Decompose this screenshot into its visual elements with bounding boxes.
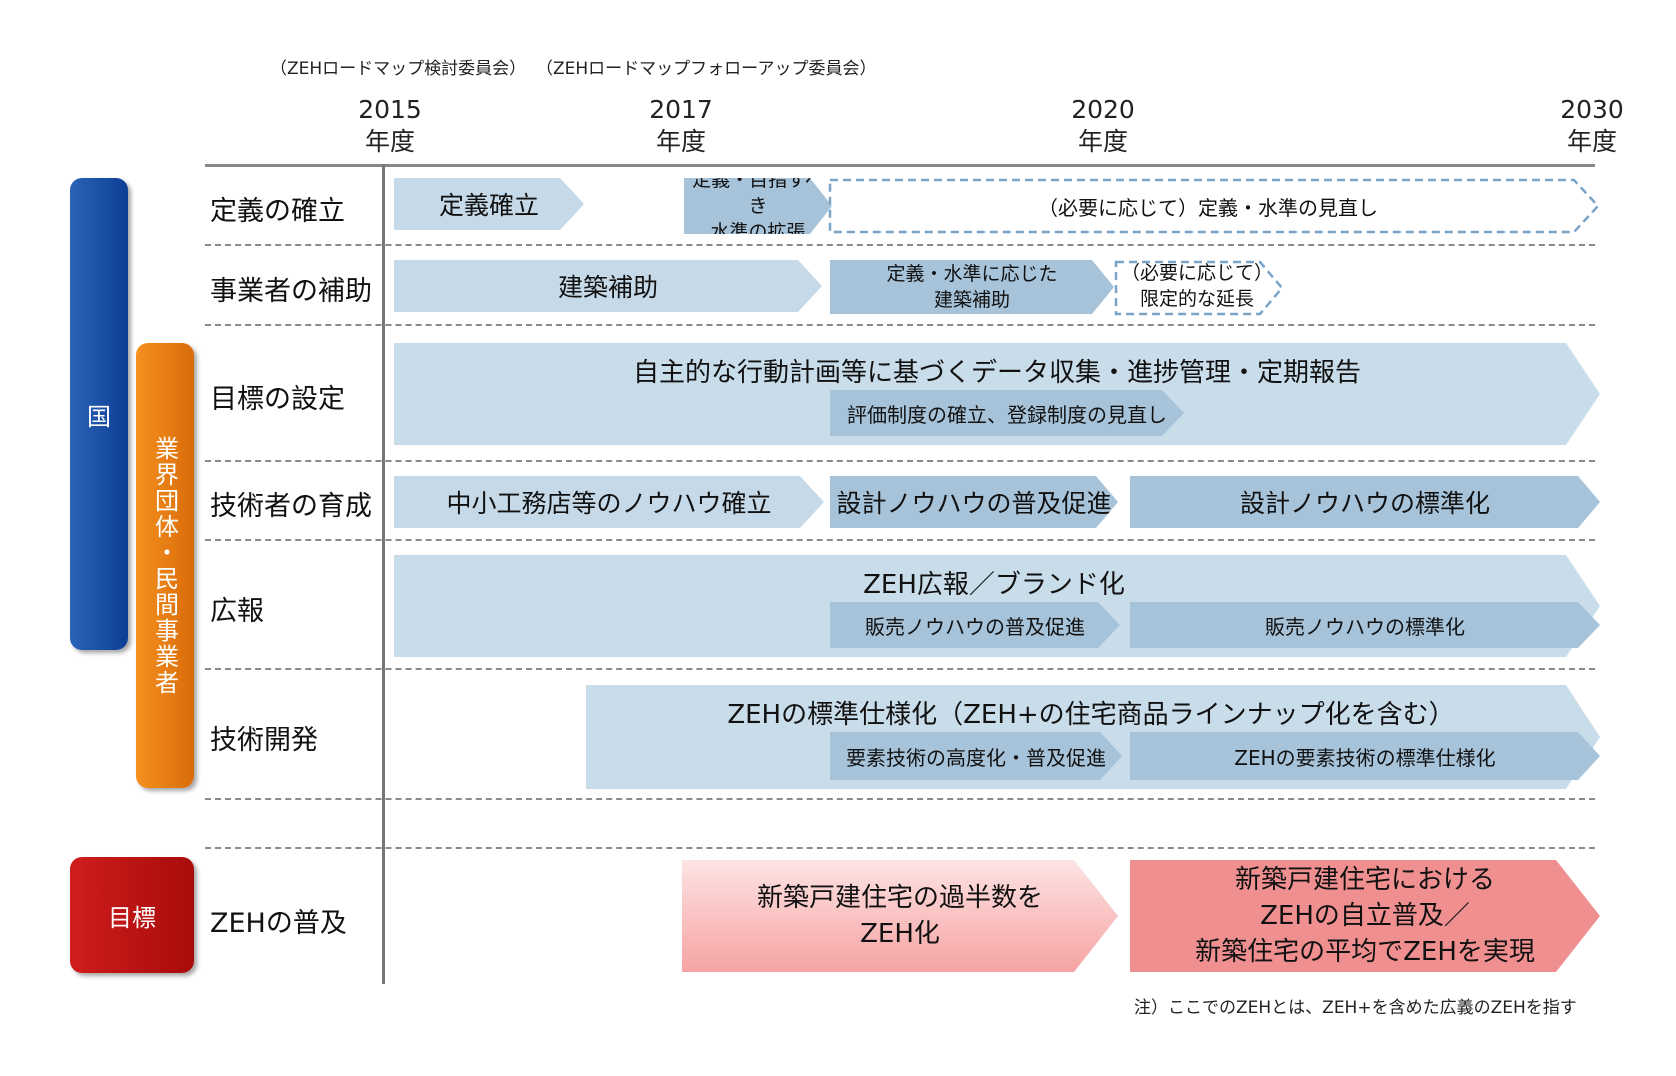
row-divider (205, 244, 1595, 246)
year-value: 2015 (358, 95, 422, 124)
arrow-tech-sub2: ZEHの要素技術の標準仕様化 (1130, 732, 1600, 780)
actor-country-label: 国 (87, 402, 111, 431)
arrow-def-review-text: （必要に応じて）定義・水準の見直し (1038, 196, 1378, 220)
arrow-def-establish-text: 定義確立 (438, 191, 539, 220)
start-axis-line (382, 164, 385, 984)
arrow-eng-3: 設計ノウハウの標準化 (1130, 476, 1600, 528)
row-divider (205, 324, 1595, 326)
arrow-def-expand-line1: 定義・目指すべき (692, 169, 824, 217)
arrow-tech-sub2-text: ZEHの要素技術の標準仕様化 (1234, 745, 1496, 770)
year-unit: 年度 (364, 127, 415, 156)
row-divider (205, 539, 1595, 541)
year-value: 2030 (1560, 95, 1624, 124)
year-unit: 年度 (1566, 127, 1617, 156)
arrow-pr-sub2: 販売ノウハウの標準化 (1130, 602, 1600, 648)
review-committee-label: （ZEHロードマップ検討委員会） (270, 59, 527, 79)
arrow-def-review-outline (828, 178, 1600, 234)
row-divider (205, 798, 1595, 800)
year-value: 2017 (649, 95, 713, 124)
row-divider (205, 460, 1595, 462)
arrow-target-sub-text: 評価制度の確立、登録制度の見直し (847, 402, 1167, 427)
arrow-tech-sub1-text: 要素技術の高度化・普及促進 (846, 745, 1106, 770)
arrow-eng-2-text: 設計ノウハウの普及促進 (836, 489, 1112, 518)
header-divider (205, 164, 1595, 167)
arrow-sub-level: 定義・水準に応じた 建築補助 (830, 260, 1114, 314)
arrow-pr-main-text: ZEH広報／ブランド化 (863, 570, 1125, 600)
arrow-goal-2-line1: 新築戸建住宅における (1234, 865, 1495, 895)
arrow-goal-2: 新築戸建住宅における ZEHの自立普及／ 新築住宅の平均でZEHを実現 (1130, 860, 1600, 972)
arrow-sub-ext-line2: 限定的な延長 (1139, 288, 1254, 310)
year-2015: 2015 年度 (330, 94, 450, 158)
arrow-sub-level-line2: 建築補助 (933, 289, 1010, 311)
arrow-sub-ext-line1: （必要に応じて） (1120, 262, 1273, 284)
row-label-definition: 定義の確立 (210, 196, 345, 227)
year-2017: 2017 年度 (621, 94, 741, 158)
year-2030: 2030 年度 (1532, 94, 1652, 158)
arrow-eng-2: 設計ノウハウの普及促進 (830, 476, 1118, 528)
arrow-target-main-text: 自主的な行動計画等に基づくデータ収集・進捗管理・定期報告 (632, 358, 1361, 388)
arrow-target-sub: 評価制度の確立、登録制度の見直し (830, 390, 1184, 436)
arrow-sub-build-text: 建築補助 (557, 273, 658, 302)
arrow-def-expand-line2: 水準の拡張 (710, 221, 806, 243)
arrow-goal-2-line3: 新築住宅の平均でZEHを実現 (1195, 937, 1535, 967)
year-unit: 年度 (655, 127, 706, 156)
arrow-pr-sub2-text: 販売ノウハウの標準化 (1265, 614, 1465, 639)
row-label-target: 目標の設定 (210, 384, 345, 415)
arrow-eng-1: 中小工務店等のノウハウ確立 (394, 476, 824, 528)
row-label-tech: 技術開発 (210, 725, 318, 756)
arrow-goal-2-line2: ZEHの自立普及／ (1260, 901, 1470, 931)
actor-industry: 業界団体・民間事業者 (136, 343, 194, 788)
row-label-pr: 広報 (210, 596, 264, 627)
arrow-eng-3-text: 設計ノウハウの標準化 (1239, 489, 1490, 518)
arrow-tech-main-text: ZEHの標準仕様化（ZEH+の住宅商品ラインナップ化を含む） (727, 700, 1455, 730)
row-label-zeh: ZEHの普及 (210, 908, 347, 939)
arrow-sub-ext-text: （必要に応じて） 限定的な延長 (1114, 260, 1280, 312)
row-label-engineer: 技術者の育成 (210, 491, 372, 522)
row-divider (205, 668, 1595, 670)
year-value: 2020 (1071, 95, 1135, 124)
actor-industry-label: 業界団体・民間事業者 (150, 435, 179, 696)
followup-committee-label: （ZEHロードマップフォローアップ委員会） (536, 59, 877, 79)
arrow-sub-build: 建築補助 (394, 260, 822, 312)
actor-country: 国 (70, 178, 128, 650)
row-label-subsidy: 事業者の補助 (210, 276, 372, 307)
arrow-sub-ext-outline (1114, 260, 1284, 316)
arrow-def-establish: 定義確立 (394, 178, 584, 230)
actor-goal-label: 目標 (108, 903, 156, 932)
arrow-goal-1-line1: 新築戸建住宅の過半数を (756, 883, 1043, 913)
year-2020: 2020 年度 (1043, 94, 1163, 158)
actor-goal: 目標 (70, 857, 194, 973)
arrow-sub-level-line1: 定義・水準に応じた (886, 263, 1058, 285)
arrow-goal-1: 新築戸建住宅の過半数を ZEH化 (682, 860, 1118, 972)
row-divider (205, 847, 1595, 849)
arrow-pr-sub1-text: 販売ノウハウの普及促進 (865, 614, 1085, 639)
arrow-goal-1-line2: ZEH化 (860, 919, 940, 949)
year-unit: 年度 (1077, 127, 1128, 156)
arrow-eng-1-text: 中小工務店等のノウハウ確立 (446, 489, 772, 518)
arrow-tech-sub1: 要素技術の高度化・普及促進 (830, 732, 1122, 780)
arrow-def-expand: 定義・目指すべき 水準の拡張 (684, 178, 832, 234)
footnote: 注）ここでのZEHとは、ZEH+を含めた広義のZEHを指す (1134, 998, 1577, 1018)
arrow-pr-sub1: 販売ノウハウの普及促進 (830, 602, 1120, 648)
